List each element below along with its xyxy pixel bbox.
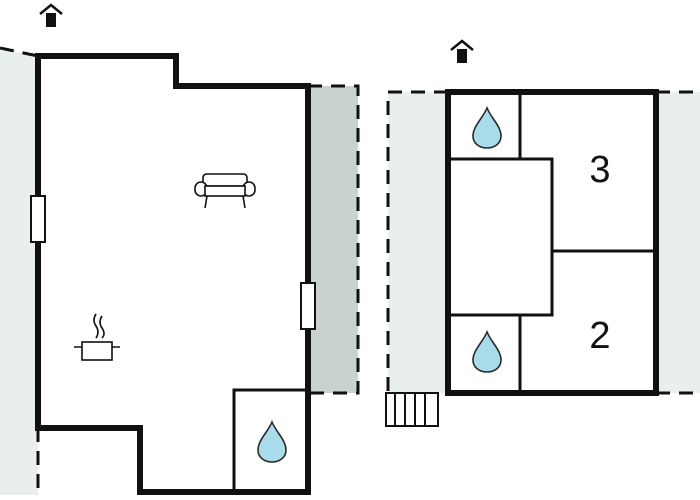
window-right-wall: [300, 282, 316, 330]
terrace-outlines: [0, 46, 700, 495]
room-label-3: 3: [589, 149, 610, 191]
entrance-steps: [385, 392, 439, 427]
house-entrance-icon: [39, 3, 63, 27]
terraces: [0, 48, 700, 495]
water-drop-icon: [472, 329, 502, 373]
window-left-wall: [30, 195, 46, 243]
terrace-left: [0, 48, 38, 495]
terrace-middle: [308, 86, 358, 393]
terrace-center: [388, 92, 448, 393]
house-entrance-icon: [450, 39, 474, 63]
building-left: [30, 53, 316, 495]
water-drop-icon: [257, 419, 287, 463]
terrace-right: [656, 92, 700, 393]
sofa-icon: [194, 173, 256, 209]
building-left-walls: [35, 53, 311, 495]
bathroom-left: [232, 388, 310, 494]
water-drop-icon: [472, 105, 502, 149]
room-label-2: 2: [589, 315, 610, 357]
hall-box: [446, 157, 554, 317]
cooking-pot-icon: [74, 313, 120, 361]
